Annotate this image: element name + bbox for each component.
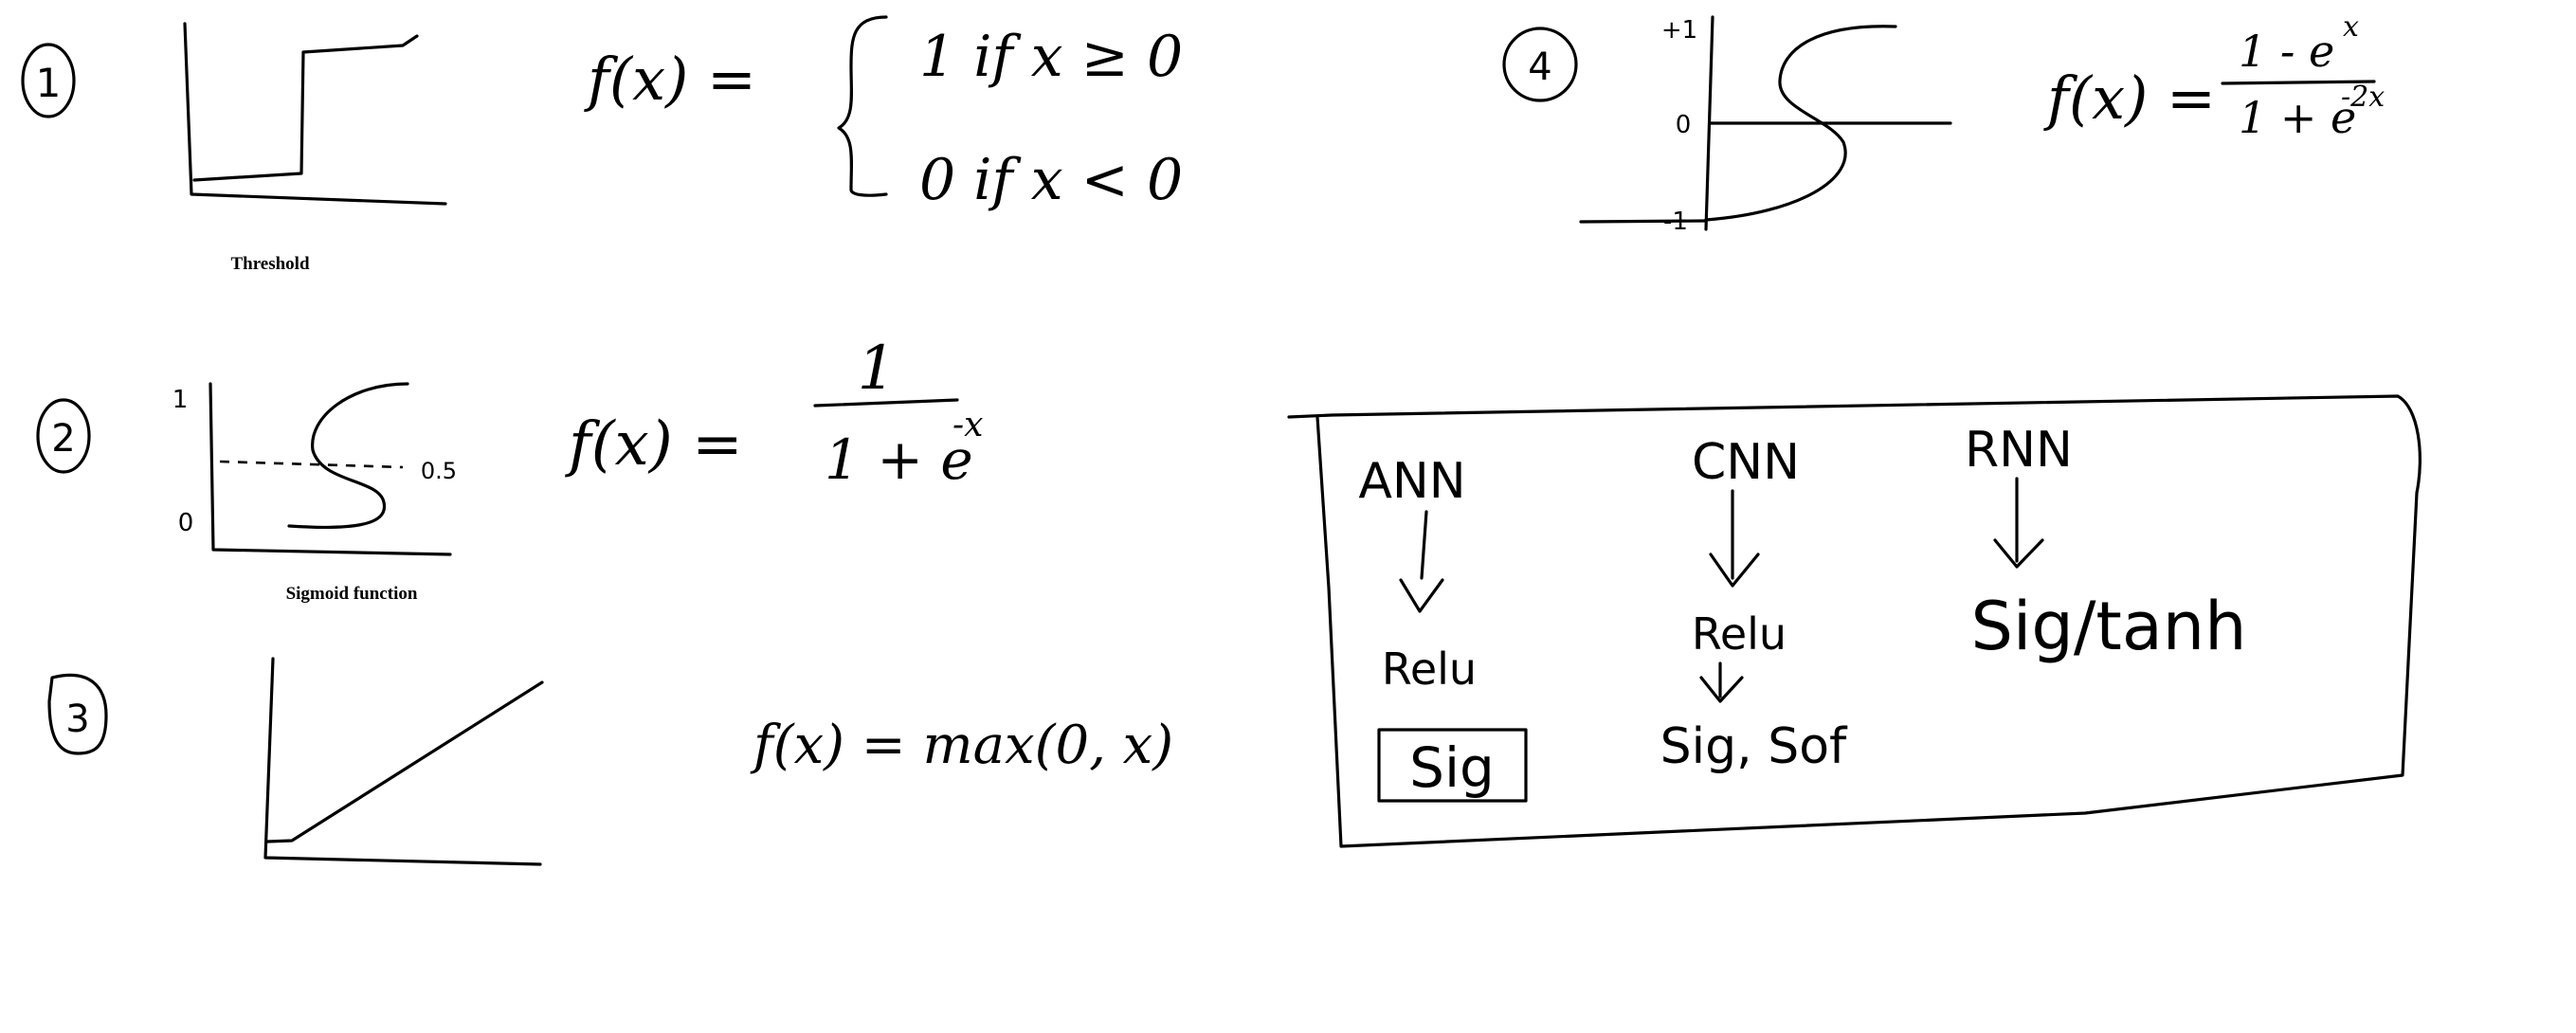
section-threshold: 1 Threshold f(x) = 1 if x ≥ 0 0 if x < 0 — [21, 15, 1183, 274]
relu-curve — [265, 680, 544, 843]
ann-arrow-shaft — [1420, 510, 1428, 580]
sigmoid-midline-label: 0.5 — [421, 458, 457, 484]
cnn-arrow-head — [1709, 553, 1760, 588]
network-box-border — [1287, 394, 2422, 848]
cnn-small-arrow-head — [1699, 676, 1744, 703]
sigmoid-axes — [209, 382, 452, 556]
section-number-circle — [36, 398, 91, 474]
network-label-cnn: CNN — [1692, 434, 1800, 491]
section-relu: 3 f(x) = max(0, x) — [47, 657, 1173, 866]
network-column-rnn: RNN Sig/tanh — [1965, 422, 2246, 665]
threshold-step-curve — [192, 34, 419, 182]
section-number-circle — [21, 43, 76, 118]
threshold-axes — [183, 22, 447, 206]
tanh-denominator: 1 + e — [2239, 92, 2356, 143]
tanh-denominator-exponent: -2x — [2341, 81, 2385, 114]
tanh-bottom-line — [1579, 219, 1708, 224]
section-sigmoid: 2 1 0 0.5 Sigmoid function f(x) = 1 1 + … — [36, 334, 983, 604]
tanh-numerator-exponent: x — [2343, 10, 2359, 44]
sigmoid-y-top: 1 — [172, 386, 189, 414]
tanh-fraction-bar — [2221, 80, 2376, 85]
sigmoid-denominator: 1 + e — [825, 427, 973, 492]
network-box: ANN Relu Sig CNN Relu Sig, Sof RNN Sig/t… — [1287, 394, 2422, 848]
network-label-ann: ANN — [1358, 453, 1465, 510]
sigmoid-fraction-bar — [813, 398, 959, 408]
tanh-y-mid: 0 — [1676, 111, 1692, 139]
threshold-case-top: 1 if x ≥ 0 — [919, 24, 1183, 90]
cnn-activation: Relu — [1692, 608, 1787, 660]
section-number: 3 — [65, 698, 89, 741]
sigmoid-caption: Sigmoid function — [286, 584, 418, 604]
tanh-curve — [1704, 25, 1897, 222]
sigmoid-midline — [219, 460, 404, 469]
section-number-circle — [47, 673, 108, 755]
section-tanh: 4 +1 0 -1 f(x) = 1 - e x 1 + e -2x — [1502, 10, 2385, 236]
sigmoid-numerator: 1 — [858, 334, 897, 404]
section-number: 1 — [36, 60, 62, 106]
piecewise-brace — [837, 15, 888, 197]
network-label-rnn: RNN — [1965, 422, 2073, 479]
sigmoid-formula-lhs: f(x) = — [565, 409, 743, 480]
cnn-output: Sig, Sof — [1660, 718, 1848, 775]
tanh-formula-lhs: f(x) = — [2043, 63, 2216, 133]
rnn-activation: Sig/tanh — [1971, 588, 2247, 665]
threshold-case-bottom: 0 if x < 0 — [919, 147, 1183, 213]
sigmoid-curve — [287, 382, 409, 530]
ann-output-box — [1377, 728, 1528, 803]
network-column-cnn: CNN Relu Sig, Sof — [1660, 434, 1848, 775]
network-column-ann: ANN Relu Sig — [1358, 453, 1528, 803]
ann-boxed-output: Sig — [1409, 735, 1495, 800]
section-number-circle — [1502, 27, 1578, 102]
ann-activation: Relu — [1382, 643, 1477, 695]
relu-axes — [263, 657, 542, 866]
sigmoid-y-bottom: 0 — [178, 509, 194, 537]
tanh-y-top: +1 — [1661, 16, 1697, 45]
rnn-arrow-head — [1993, 538, 2044, 569]
relu-formula: f(x) = max(0, x) — [750, 715, 1173, 776]
ann-arrow-head — [1399, 578, 1444, 613]
sigmoid-exponent: -x — [952, 406, 983, 444]
section-number: 4 — [1528, 45, 1551, 89]
section-number: 2 — [51, 417, 75, 461]
threshold-caption: Threshold — [230, 254, 310, 274]
tanh-numerator: 1 - e — [2239, 26, 2334, 77]
threshold-formula-lhs: f(x) = — [584, 45, 756, 114]
